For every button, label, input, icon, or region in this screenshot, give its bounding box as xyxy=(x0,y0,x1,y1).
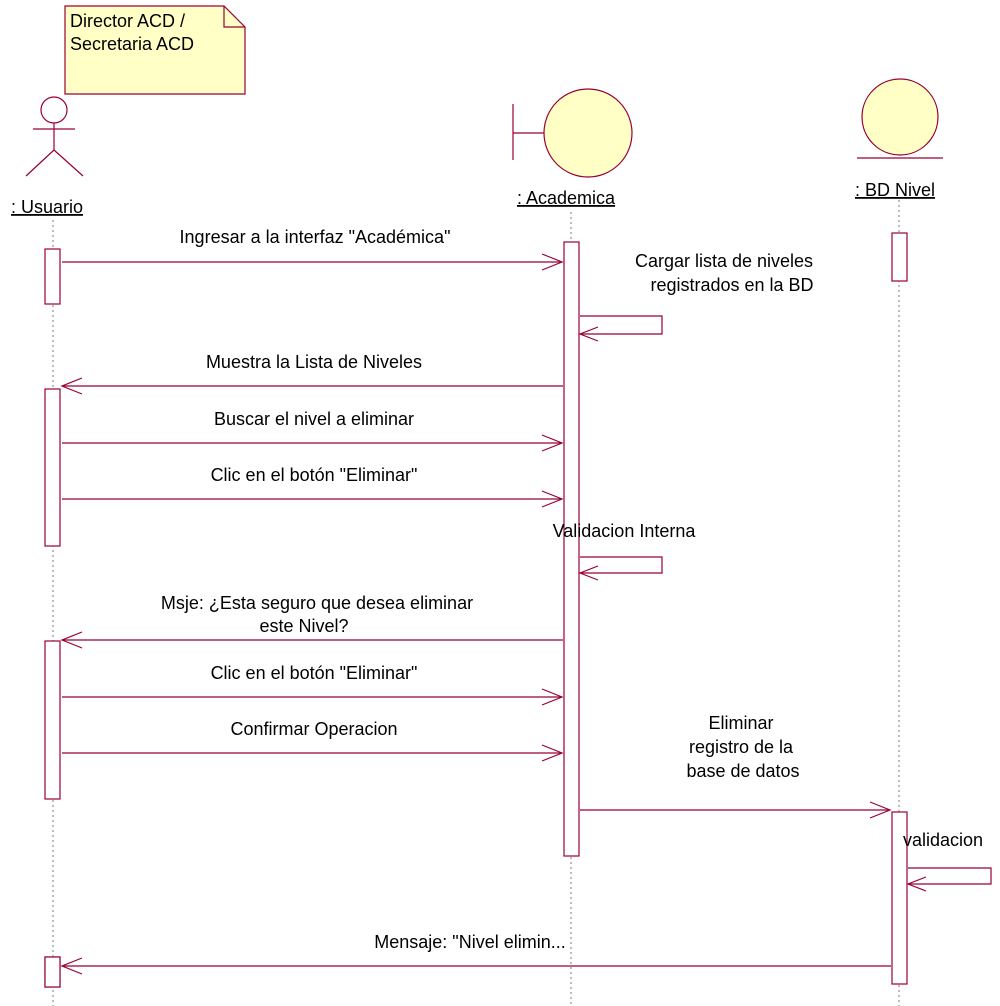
message-cargar-lista: Cargar lista de niveles registrados en l… xyxy=(578,251,814,342)
message-clic-eliminar-1-label: Clic en el botón "Eliminar" xyxy=(211,465,418,485)
message-cargar-lista-line-1: Cargar lista de niveles xyxy=(635,251,813,271)
message-eliminar-registro-line-1: Eliminar xyxy=(708,713,773,733)
message-ingresar-label: Ingresar a la interfaz "Académica" xyxy=(180,227,451,247)
message-ingresar: Ingresar a la interfaz "Académica" xyxy=(62,227,564,271)
message-confirmar-operacion: Confirmar Operacion xyxy=(62,719,564,762)
message-muestra-lista: Muestra la Lista de Niveles xyxy=(60,352,563,395)
message-clic-eliminar-2: Clic en el botón "Eliminar" xyxy=(62,663,564,706)
academica-activation xyxy=(563,241,580,857)
bd-nivel-activation-2 xyxy=(891,811,908,985)
note-line-1: Director ACD / xyxy=(70,11,185,31)
message-nivel-eliminado: Mensaje: "Nivel elimin... xyxy=(60,932,891,975)
message-cargar-lista-line-2: registrados en la BD xyxy=(650,275,813,295)
usuario-actor-icon xyxy=(25,96,84,177)
academica-label: : Academica xyxy=(517,188,616,208)
message-confirmacion-pregunta: Msje: ¿Esta seguro que desea eliminar es… xyxy=(60,593,563,649)
message-validacion-interna: Validacion Interna xyxy=(553,521,697,581)
message-nivel-eliminado-label: Mensaje: "Nivel elimin... xyxy=(374,932,565,952)
message-buscar-nivel-label: Buscar el nivel a eliminar xyxy=(214,409,414,429)
message-validacion-label: validacion xyxy=(903,830,983,850)
usuario-activation-1 xyxy=(44,248,61,305)
bd-nivel-entity-icon xyxy=(857,78,943,159)
message-buscar-nivel: Buscar el nivel a eliminar xyxy=(62,409,564,452)
message-eliminar-registro: Eliminar registro de la base de datos xyxy=(580,713,892,819)
message-eliminar-registro-line-3: base de datos xyxy=(686,761,799,781)
message-clic-eliminar-2-label: Clic en el botón "Eliminar" xyxy=(211,663,418,683)
message-muestra-lista-label: Muestra la Lista de Niveles xyxy=(206,352,422,372)
bd-nivel-label: : BD Nivel xyxy=(855,180,935,200)
message-confirmacion-pregunta-line-2: este Nivel? xyxy=(259,616,348,636)
message-confirmar-operacion-label: Confirmar Operacion xyxy=(230,719,397,739)
usuario-activation-2 xyxy=(44,388,61,547)
usuario-activation-3 xyxy=(44,640,61,800)
actor-note: Director ACD / Secretaria ACD xyxy=(64,5,246,95)
message-confirmacion-pregunta-line-1: Msje: ¿Esta seguro que desea eliminar xyxy=(161,593,473,613)
bd-nivel-activation-1 xyxy=(891,232,908,282)
note-line-2: Secretaria ACD xyxy=(70,34,194,54)
message-eliminar-registro-line-2: registro de la xyxy=(689,737,794,757)
message-validacion-interna-label: Validacion Interna xyxy=(553,521,697,541)
message-nivel-eliminado-arrowhead xyxy=(60,957,83,975)
message-validacion: validacion xyxy=(903,830,992,892)
usuario-label: : Usuario xyxy=(11,197,83,217)
usuario-activation-4b xyxy=(44,956,61,988)
message-clic-eliminar-1: Clic en el botón "Eliminar" xyxy=(62,465,564,508)
academica-boundary-icon xyxy=(512,88,633,178)
